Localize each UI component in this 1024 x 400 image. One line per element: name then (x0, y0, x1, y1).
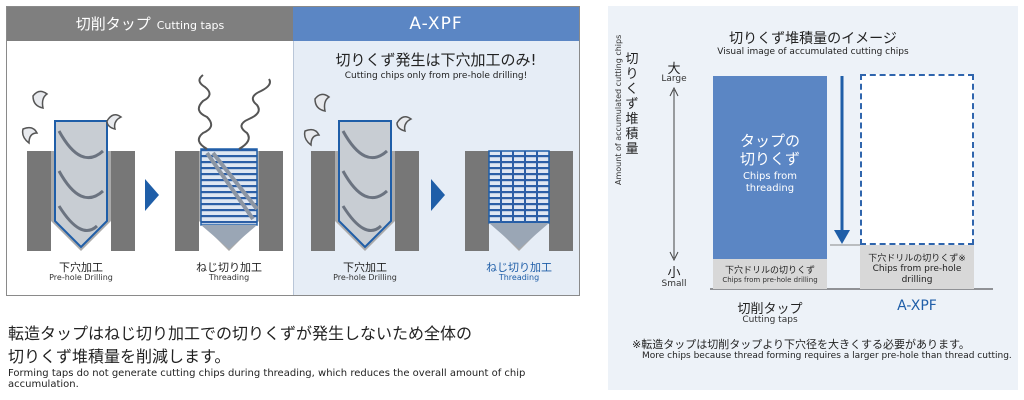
tapping-illustration (21, 74, 573, 251)
bar-cutting-tap-threading-chips (713, 76, 827, 259)
band-tap-label-en: Chips from pre-hole drilling (722, 276, 818, 284)
step-label-jp: ねじ切り加工 (196, 261, 262, 274)
x-label-cutting-tap-jp: 切削タップ (737, 302, 803, 317)
y-axis-top-en: Large (661, 74, 687, 84)
x-label-axpf: A-XPF (897, 298, 937, 314)
arrow-up-icon (669, 86, 679, 97)
cutting-tap-header-en: Cutting taps (156, 19, 225, 32)
step-label-en: Threading (498, 273, 540, 282)
y-axis-label-jp: 切りくず堆積量 (625, 52, 639, 157)
chart-lines (669, 76, 993, 290)
arrow-down-icon (834, 230, 850, 244)
bar-cutting-tap-drill-chips (713, 259, 827, 289)
axpf-drill-workpiece (311, 120, 419, 251)
axpf-header: A-XPF (293, 7, 579, 41)
chart-title: 切りくず堆積量のイメージ (729, 31, 897, 47)
spiral-chips (197, 74, 271, 150)
y-axis-top-jp: 大 (667, 62, 681, 77)
chip-fragments-2 (303, 93, 413, 147)
band-tap-label-jp: 下穴ドリルの切りくず (724, 266, 815, 276)
bar-axpf-drill-chips (860, 245, 974, 289)
comparison-panel: 切削タップ Cutting taps A-XPF (6, 6, 580, 296)
arrow-right-icon (145, 179, 159, 211)
chip-fragments-1 (21, 90, 123, 145)
cutting-thread-workpiece (175, 148, 283, 251)
arrow-down-icon (669, 251, 679, 262)
arrow-right-icon (431, 179, 445, 211)
bar-tap-label-jp: タップの切りくず (739, 132, 800, 168)
cutting-tap-header-jp: 切削タップ (75, 15, 151, 33)
summary-jp-line2: 切りくず堆積量を削減します。 (8, 347, 231, 366)
summary-jp-line1: 転造タップはねじ切り加工での切りくずが発生しないため全体の (8, 324, 473, 343)
step-label-en: Pre-hole Drilling (49, 273, 113, 282)
bar-axpf-empty-outline (860, 74, 974, 245)
footnote-en: More chips because thread forming requir… (642, 351, 1012, 361)
step-label-jp: 下穴加工 (343, 261, 387, 274)
step-label-jp: ねじ切り加工 (486, 261, 552, 274)
promo-subline: Cutting chips only from pre-hole drillin… (344, 71, 528, 81)
axpf-thread-workpiece (465, 150, 573, 251)
summary-en: Forming taps do not generate cutting chi… (8, 368, 526, 390)
cutting-drill-workpiece (27, 120, 135, 251)
cutting-tap-header: 切削タップ Cutting taps (7, 7, 293, 41)
footnote-jp: ※転造タップは切削タップより下穴径を大きくする必要があります。 (632, 338, 970, 351)
x-label-cutting-tap-en: Cutting taps (742, 315, 798, 325)
y-axis-bottom-en: Small (661, 279, 687, 289)
panel-divider (293, 41, 294, 295)
promo-headline: 切りくず発生は下穴加工のみ! (335, 51, 537, 69)
y-axis-bottom-jp: 小 (667, 266, 681, 281)
band-xpf-label-jp: 下穴ドリルの切りくず※ (868, 254, 966, 264)
step-label-jp: 下穴加工 (59, 261, 103, 274)
chart-subtitle: Visual image of accumulated cutting chip… (717, 47, 909, 57)
step-label-en: Threading (208, 273, 250, 282)
step-label-en: Pre-hole Drilling (333, 273, 397, 282)
